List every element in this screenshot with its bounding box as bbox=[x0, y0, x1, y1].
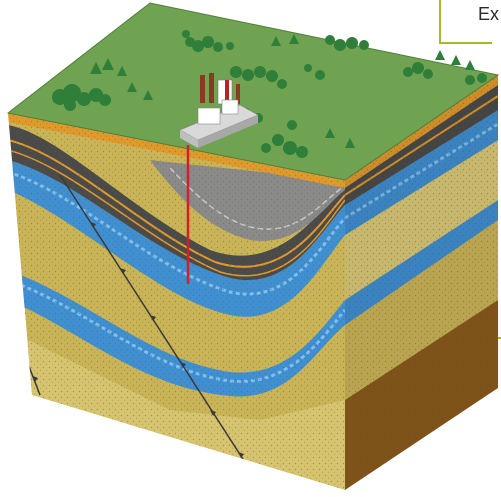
right-face bbox=[345, 75, 498, 490]
tree-cluster-icon bbox=[52, 30, 487, 158]
industrial-plant-icon bbox=[179, 73, 259, 148]
right-texture bbox=[345, 75, 498, 490]
right-shade bbox=[345, 75, 498, 490]
front-face bbox=[8, 113, 345, 490]
front-texture bbox=[8, 113, 345, 490]
top-surface-edge bbox=[6, 2, 500, 181]
top-surface bbox=[8, 3, 498, 180]
callout-text-top: Ex bbox=[478, 4, 499, 24]
callout-line-top bbox=[439, 0, 492, 44]
